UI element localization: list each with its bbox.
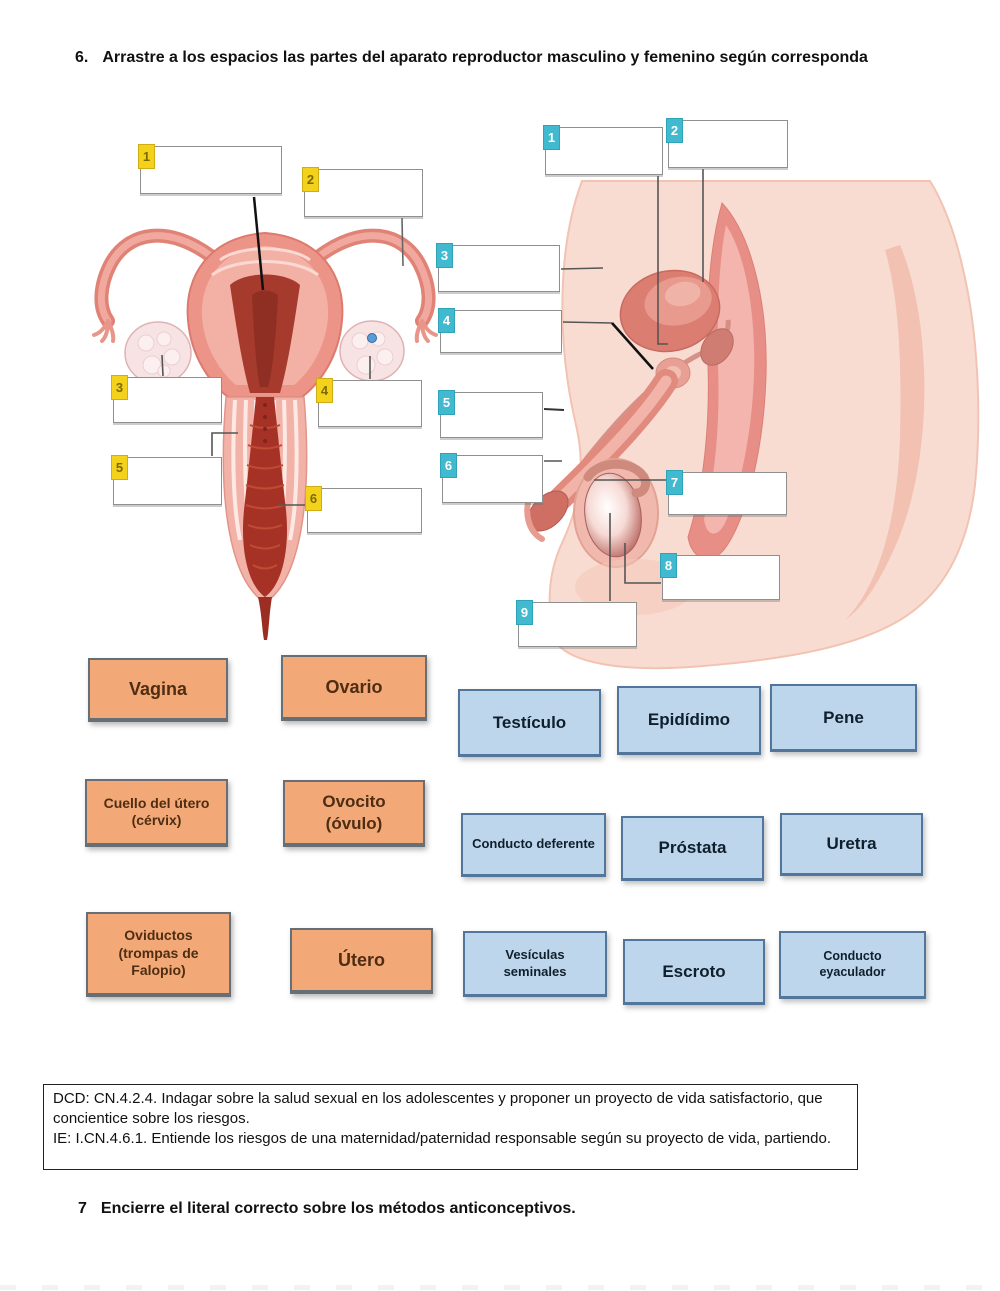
female-tag-1: 1 — [138, 144, 155, 169]
male-tag-7: 7 — [666, 470, 683, 495]
question-6-text: Arrastre a los espacios las partes del a… — [102, 49, 868, 66]
tile-ovocito[interactable]: Ovocito (óvulo) — [283, 780, 425, 847]
male-drop-box-5[interactable]: 5 — [438, 390, 543, 438]
female-tag-6: 6 — [305, 486, 322, 511]
female-drop-box-4[interactable]: 4 — [316, 378, 422, 427]
male-tag-1: 1 — [543, 125, 560, 150]
female-tag-5: 5 — [111, 455, 128, 480]
tile-ovario[interactable]: Ovario — [281, 655, 427, 721]
tile-prostata[interactable]: Próstata — [621, 816, 764, 881]
ovum-dot — [367, 333, 377, 343]
standards-ie-text: IE: I.CN.4.6.1. Entiende los riesgos de … — [53, 1129, 831, 1147]
tile-epididimo[interactable]: Epidídimo — [617, 686, 761, 755]
question-7-heading: 7 Encierre el literal correcto sobre los… — [78, 1197, 876, 1220]
standards-box: DCD: CN.4.2.4. Indagar sobre la salud se… — [43, 1084, 858, 1170]
female-drop-box-3[interactable]: 3 — [111, 375, 222, 423]
female-tag-4: 4 — [316, 378, 333, 403]
tile-oviductos[interactable]: Oviductos (trompas de Falopio) — [86, 912, 231, 997]
male-tag-5: 5 — [438, 390, 455, 415]
question-6-number: 6. — [75, 49, 89, 66]
male-tag-6: 6 — [440, 453, 457, 478]
question-7-number: 7 — [78, 1200, 87, 1217]
tile-vesiculas-seminales[interactable]: Vesículas seminales — [463, 931, 607, 997]
tile-conducto-deferente[interactable]: Conducto deferente — [461, 813, 606, 877]
tile-conducto-eyaculador[interactable]: Conducto eyaculador — [779, 931, 926, 999]
male-tag-4: 4 — [438, 308, 455, 333]
standards-dcd-text: DCD: CN.4.2.4. Indagar sobre la salud se… — [53, 1090, 823, 1127]
male-drop-box-6[interactable]: 6 — [440, 453, 543, 503]
tile-uretra[interactable]: Uretra — [780, 813, 923, 876]
male-drop-box-1[interactable]: 1 — [543, 125, 663, 175]
male-tag-9: 9 — [516, 600, 533, 625]
tile-pene[interactable]: Pene — [770, 684, 917, 752]
female-tag-3: 3 — [111, 375, 128, 400]
tile-testiculo[interactable]: Testículo — [458, 689, 601, 757]
tile-utero[interactable]: Útero — [290, 928, 433, 994]
male-drop-box-3[interactable]: 3 — [436, 243, 560, 292]
male-drop-box-8[interactable]: 8 — [660, 553, 780, 600]
question-6-heading: 6. Arrastre a los espacios las partes de… — [75, 46, 877, 69]
tile-escroto[interactable]: Escroto — [623, 939, 765, 1005]
male-tag-2: 2 — [666, 118, 683, 143]
male-drop-box-7[interactable]: 7 — [666, 470, 787, 515]
female-drop-box-6[interactable]: 6 — [305, 486, 422, 533]
male-drop-box-9[interactable]: 9 — [516, 600, 637, 647]
male-drop-box-4[interactable]: 4 — [438, 308, 562, 353]
female-anatomy-illustration — [92, 228, 438, 640]
question-7-text: Encierre el literal correcto sobre los m… — [100, 1200, 576, 1217]
male-tag-8: 8 — [660, 553, 677, 578]
page-bottom-cutoff — [0, 1285, 1000, 1290]
male-drop-box-2[interactable]: 2 — [666, 118, 788, 168]
female-drop-box-1[interactable]: 1 — [138, 144, 282, 194]
female-tag-2: 2 — [302, 167, 319, 192]
female-drop-box-2[interactable]: 2 — [302, 167, 423, 217]
female-drop-box-5[interactable]: 5 — [111, 455, 222, 505]
tile-vagina[interactable]: Vagina — [88, 658, 228, 722]
tile-cuello-del-utero[interactable]: Cuello del útero (cérvix) — [85, 779, 228, 847]
male-tag-3: 3 — [436, 243, 453, 268]
